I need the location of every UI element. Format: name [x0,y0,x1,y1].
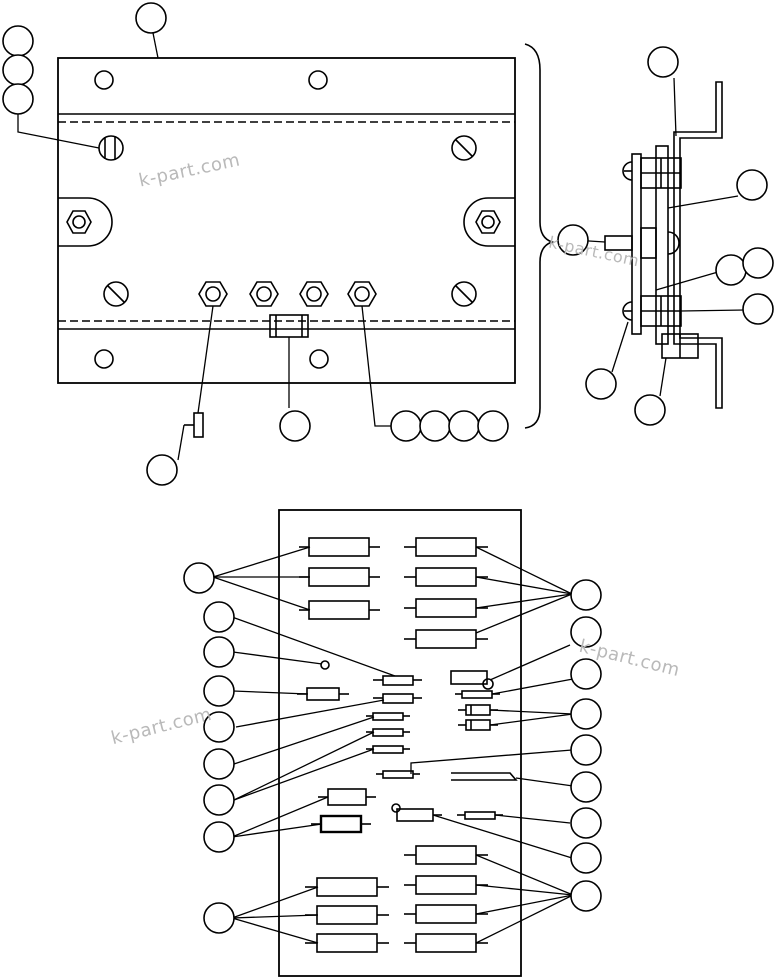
resistor [404,629,488,649]
terminal-nut [198,281,228,307]
callout-bubble [279,410,311,442]
resistor [376,770,420,779]
callout-bubble [2,25,34,57]
resistor [373,675,422,686]
side-view [604,81,723,409]
terminal-nut [299,281,329,307]
callout-bubble [736,169,768,201]
callout-bubble [570,658,602,690]
callout-bubble [742,293,774,325]
callout-bubble [570,579,602,611]
resistor [404,845,488,865]
callout-bubble [570,698,602,730]
callout-bubble [203,636,235,668]
resistor [404,933,488,953]
resistor [299,537,380,557]
callout-bubble [2,54,34,86]
resistor [404,598,488,618]
terminal-nut [249,281,279,307]
callout-bubble [390,410,422,442]
callout-bubble [715,254,747,286]
resistor [391,803,442,822]
callout-bubble [570,734,602,766]
resistor [299,567,380,587]
callout-bubble [570,616,602,648]
callout-bubble [135,2,167,34]
callout-bubble [203,821,235,853]
resistor [366,712,410,721]
resistor [299,600,380,620]
callout-bubble [203,601,235,633]
callout-bubble [448,410,480,442]
callout-bubble [203,711,235,743]
panel-plan-view [57,57,516,438]
callout-bubble [203,748,235,780]
callout-bubbles [2,2,774,934]
leader-lines [17,32,746,944]
resistor [404,567,488,587]
callout-bubble [203,902,235,934]
callout-bubble [477,410,509,442]
callout-bubble [570,771,602,803]
callout-bubble [557,224,589,256]
terminal-nut [347,281,377,307]
group-bracket [524,43,555,429]
callout-bubble [570,807,602,839]
callout-bubble [203,784,235,816]
resistor [404,904,488,924]
component-board [278,509,522,977]
callout-bubble [634,394,666,426]
callout-bubble [146,454,178,486]
resistor [373,693,422,704]
slotted-screw [98,135,124,161]
slotted-screw [451,281,477,307]
resistor [404,537,488,557]
resistor [404,875,488,895]
callout-bubble [742,247,774,279]
callout-bubble [203,675,235,707]
callout-bubble [183,562,215,594]
slotted-screw [103,281,129,307]
callout-bubble [585,368,617,400]
callout-bubble [647,46,679,78]
callout-bubble [419,410,451,442]
callout-bubble [570,880,602,912]
slotted-screw [451,135,477,161]
callout-bubble [2,83,34,115]
callout-bubble [570,842,602,874]
resistor [455,690,500,699]
